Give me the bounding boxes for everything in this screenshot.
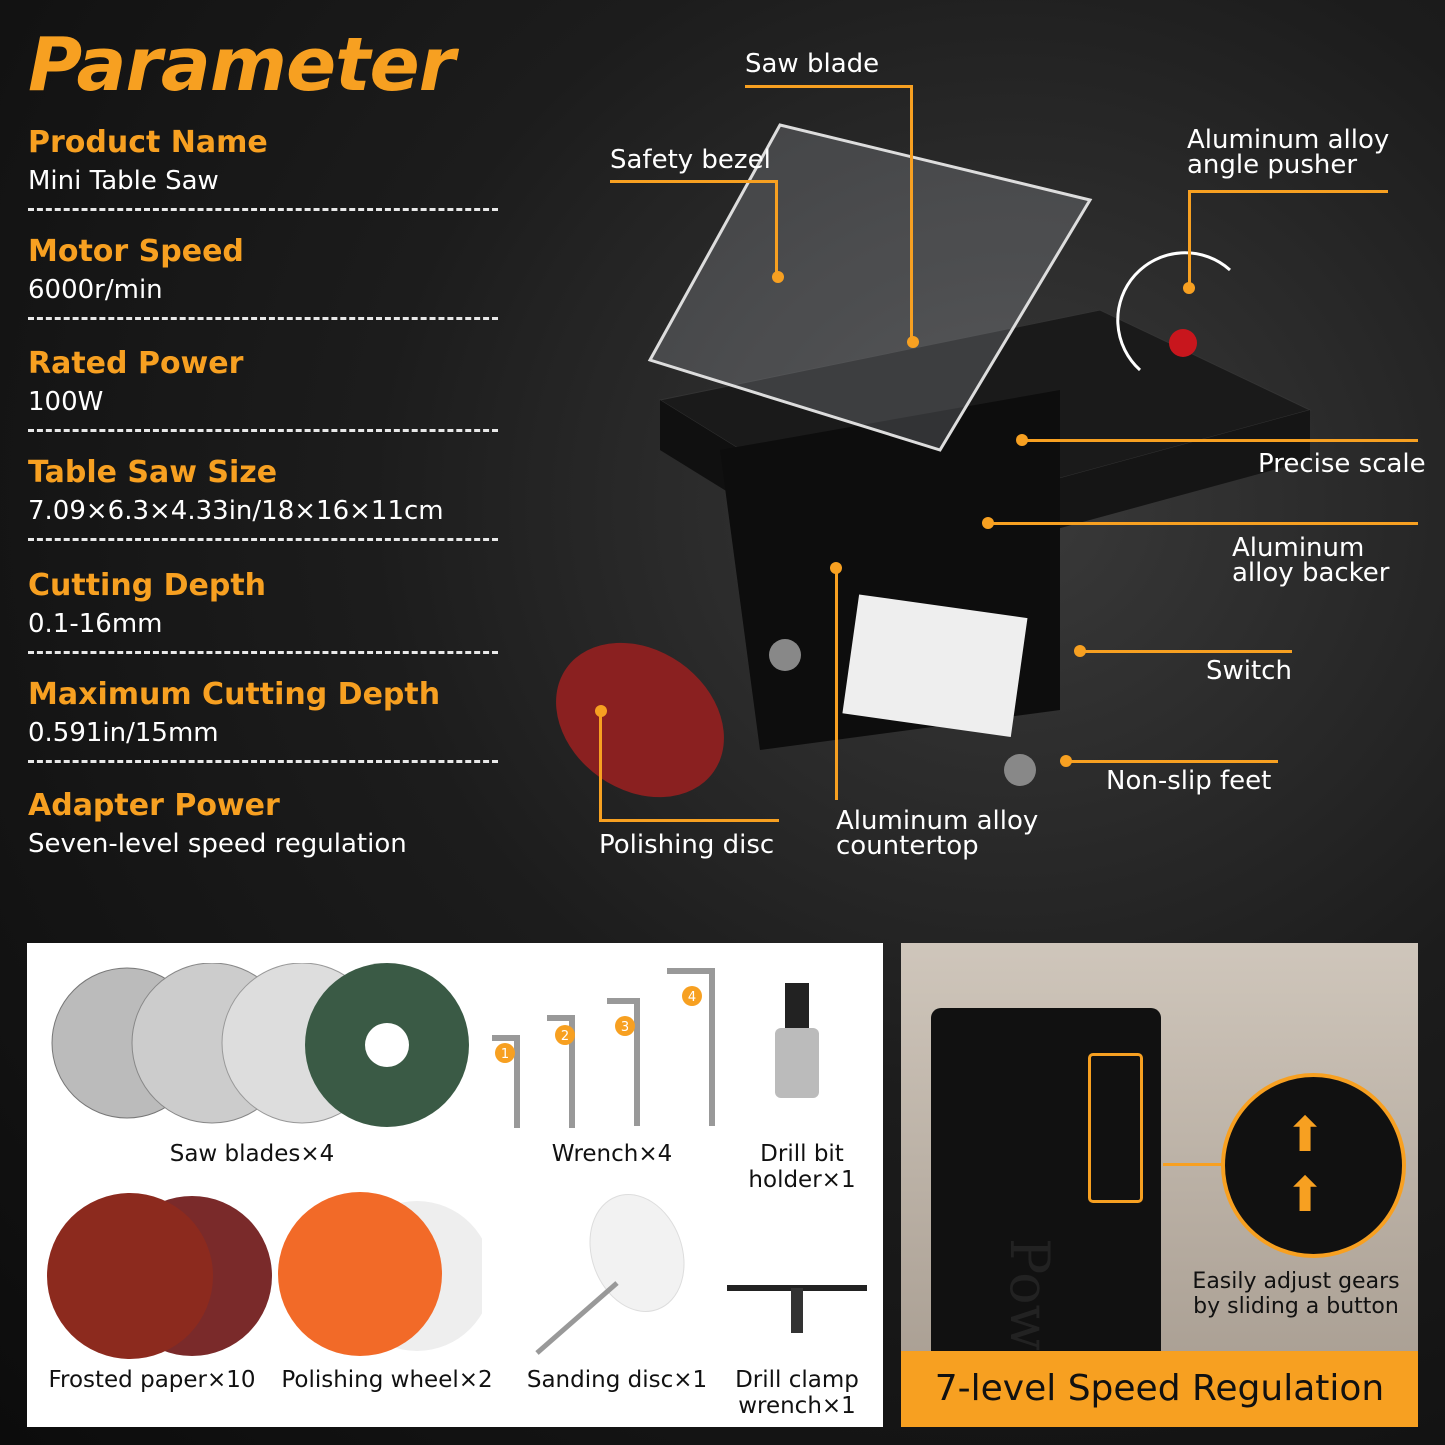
label-frosted-paper: Frosted paper×10 [48,1367,256,1393]
table-saw-image [556,123,1312,798]
callout-safety-bezel: Safety bezel [610,145,771,175]
callout-countertop: Aluminum alloy countertop [836,806,1039,861]
param-value: 100W [28,387,104,417]
param-max-depth: Maximum Cutting Depth 0.591in/15mm [28,677,498,763]
callout-dot [1183,282,1195,294]
callout-feet: Non-slip feet [1106,766,1272,796]
callout-line [835,568,838,800]
callout-line [599,710,779,822]
adapter-note: Easily adjust gears by sliding a button [1192,1269,1400,1319]
param-value: 6000r/min [28,275,163,305]
speed-regulation-banner: 7-level Speed Regulation [901,1351,1418,1427]
callout-backer: Aluminum alloy backer [1232,533,1390,588]
saw-blades-image [51,963,469,1127]
callout-line [1163,1163,1223,1166]
param-value: Mini Table Saw [28,166,219,196]
param-label: Adapter Power [28,788,280,823]
param-label: Product Name [28,125,268,160]
wrench-number: 1 [501,1047,509,1062]
callout-polishing-disc: Polishing disc [599,830,775,860]
label-drill-clamp: Drill clamp wrench×1 [735,1367,859,1419]
callout-line [988,522,1418,525]
callout-switch: Switch [1206,656,1292,686]
callout-dot [1060,755,1072,767]
callout-line [610,180,778,275]
wrench-number: 3 [621,1020,629,1035]
callout-dot [907,336,919,348]
wrench-number: 4 [688,990,696,1005]
callout-line [1066,760,1278,763]
label-wrench: Wrench×4 [551,1141,673,1167]
slider-zoom-circle: ⬆ ⬆ [1221,1073,1406,1258]
sanding-disc-image [535,1194,685,1355]
callout-line [1080,650,1292,653]
wrench-number: 2 [561,1029,569,1044]
param-cutting-depth: Cutting Depth 0.1-16mm [28,568,498,654]
callout-saw-blade: Saw blade [745,49,880,79]
callout-dot [1016,434,1028,446]
drill-clamp-image [727,1285,867,1333]
adapter-panel: Power ⬆ ⬆ Easily adjust gears by sliding… [901,943,1418,1427]
param-label: Table Saw Size [28,455,278,490]
callout-line [1188,190,1388,285]
callout-dot [1074,645,1086,657]
callout-line [1022,439,1418,442]
wrenches-image: 1 2 3 4 [492,968,715,1128]
param-label: Rated Power [28,346,244,381]
speed-gear-indicator [1088,1053,1143,1203]
label-sanding-disc: Sanding disc×1 [526,1367,708,1393]
callout-angle-pusher: Aluminum alloy angle pusher [1187,125,1390,180]
label-polishing-wheel: Polishing wheel×2 [281,1367,493,1393]
param-value: 7.09×6.3×4.33in/18×16×11cm [28,496,444,526]
label-drill-holder: Drill bit holder×1 [748,1141,856,1193]
param-motor-speed: Motor Speed 6000r/min [28,234,498,320]
drill-holder-image [775,983,819,1098]
param-value: 0.1-16mm [28,609,163,639]
param-label: Maximum Cutting Depth [28,677,441,712]
callout-line [745,85,913,340]
param-label: Cutting Depth [28,568,267,603]
page-title: Parameter [28,22,455,108]
callout-precise-scale: Precise scale [1258,449,1426,479]
callout-dot [772,271,784,283]
arrow-up-icon: ⬆ [1285,1107,1326,1163]
param-value: Seven-level speed regulation [28,829,407,859]
discs-image [47,1192,482,1359]
label-saw-blades: Saw blades×4 [169,1141,335,1167]
param-rated-power: Rated Power 100W [28,346,498,432]
param-value: 0.591in/15mm [28,718,219,748]
arrow-up-icon: ⬆ [1285,1167,1326,1223]
accessories-panel: Saw blades×4 1 2 3 4 Wrench×4 Drill bit hol… [27,943,883,1427]
callout-dot [982,517,994,529]
param-label: Motor Speed [28,234,244,269]
param-size: Table Saw Size 7.09×6.3×4.33in/18×16×11cm [28,455,498,541]
